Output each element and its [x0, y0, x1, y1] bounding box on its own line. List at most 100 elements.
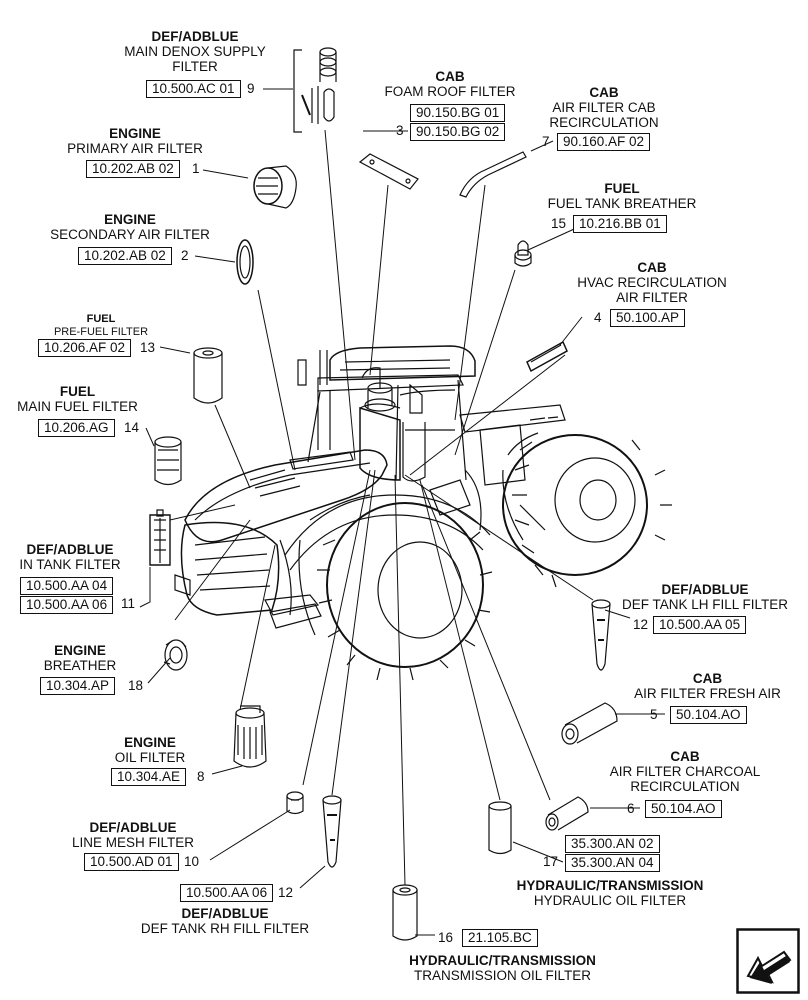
part-primary-air-filter	[253, 165, 297, 209]
part-def-rh-fill-filter	[322, 795, 342, 868]
part-engine-breather	[163, 639, 188, 671]
callout-cab-fresh-air-title: CAB AIR FILTER FRESH AIR	[625, 671, 790, 701]
part-name: MAIN DENOX SUPPLY	[124, 44, 266, 59]
part-ref-link[interactable]: 10.216.BB 01	[573, 215, 667, 233]
callout-def-main-supply-ref: 10.500.AC 01	[146, 80, 241, 99]
callout-number: 15	[551, 216, 567, 231]
part-name: HYDRAULIC OIL FILTER	[533, 893, 687, 908]
callout-cab-air-recirc-title: CAB AIR FILTER CAB RECIRCULATION	[540, 85, 668, 130]
callout-cab-charcoal-ref: 50.104.AO	[645, 800, 722, 819]
callout-number: 4	[594, 310, 602, 325]
part-ref-link[interactable]: 10.304.AP	[40, 677, 116, 695]
callout-def-in-tank-title: DEF/ADBLUE IN TANK FILTER	[10, 542, 130, 572]
callout-fuel-main-title: FUEL MAIN FUEL FILTER	[10, 384, 145, 414]
part-hydraulic-oil-filter	[488, 801, 512, 855]
callout-cab-fresh-air-ref: 50.104.AO	[670, 706, 747, 725]
callout-number: 8	[197, 769, 205, 784]
category-label: FUEL	[604, 181, 640, 196]
callout-number: 3	[396, 123, 404, 138]
part-name: PRE-FUEL FILTER	[53, 326, 149, 338]
part-ref-link[interactable]: 10.206.AG	[38, 419, 115, 437]
callout-fuel-tank-breather-ref: 10.216.BB 01	[573, 215, 667, 234]
callout-number: 16	[438, 930, 454, 945]
part-name: FUEL TANK BREATHER	[547, 196, 697, 211]
part-ref-link[interactable]: 10.500.AA 06	[180, 884, 274, 902]
part-ref-link[interactable]: 21.105.BC	[462, 929, 538, 947]
category-label: HYDRAULIC/TRANSMISSION	[516, 878, 704, 893]
part-name: AIR FILTER CAB	[552, 100, 656, 115]
part-ref-link[interactable]: 50.100.AP	[610, 309, 686, 327]
part-hvac-recirc-filter	[526, 340, 568, 373]
callout-fuel-pre-ref: 10.206.AF 02	[38, 339, 132, 358]
callout-def-lh-fill-ref: 10.500.AA 05	[653, 616, 747, 635]
part-ref-link[interactable]: 90.150.BG 01	[410, 104, 506, 122]
part-name: RECIRCULATION	[549, 115, 659, 130]
callout-def-line-mesh-title: DEF/ADBLUE LINE MESH FILTER	[58, 820, 208, 850]
part-name: BREATHER	[43, 658, 117, 673]
category-label: CAB	[692, 671, 723, 686]
part-ref-link[interactable]: 35.300.AN 02	[565, 835, 660, 853]
part-fresh-air-filter	[561, 702, 618, 745]
category-label: CAB	[435, 69, 465, 84]
part-ref-link[interactable]: 10.500.AA 04	[20, 577, 114, 595]
part-name: FOAM ROOF FILTER	[384, 84, 516, 99]
callout-fuel-main-ref: 10.206.AG	[38, 419, 115, 438]
part-ref-link[interactable]: 10.500.AA 06	[20, 596, 114, 614]
part-def-lh-fill-filter	[591, 599, 611, 671]
part-ref-link[interactable]: 10.500.AC 01	[146, 80, 241, 98]
callout-number: 13	[140, 340, 156, 355]
callout-engine-primary-ref: 10.202.AB 02	[86, 160, 180, 179]
part-pre-fuel-filter	[193, 347, 223, 404]
part-ref-link[interactable]: 10.500.AA 05	[653, 616, 747, 634]
part-ref-link[interactable]: 90.160.AF 02	[557, 133, 651, 151]
part-name: AIR FILTER CHARCOAL	[609, 764, 761, 779]
part-name: FILTER	[172, 59, 218, 74]
part-oil-filter	[233, 705, 267, 768]
callout-def-main-supply-title: DEF/ADBLUE MAIN DENOX SUPPLY FILTER	[120, 29, 270, 74]
callout-number: 1	[192, 161, 200, 176]
callout-number: 12	[633, 617, 649, 632]
callout-number: 7	[542, 134, 550, 149]
part-in-tank-filter	[149, 509, 171, 566]
callout-engine-secondary-title: ENGINE SECONDARY AIR FILTER	[40, 212, 220, 242]
callout-engine-oil-title: ENGINE OIL FILTER	[100, 735, 200, 765]
part-name: MAIN FUEL FILTER	[17, 399, 138, 414]
part-ref-link[interactable]: 10.500.AD 01	[84, 853, 179, 871]
category-label: CAB	[637, 260, 667, 275]
part-ref-link[interactable]: 10.202.AB 02	[86, 160, 180, 178]
part-cab-recirc-filter	[459, 151, 527, 198]
category-label: DEF/ADBLUE	[661, 582, 749, 597]
callout-fuel-tank-breather-title: FUEL FUEL TANK BREATHER	[538, 181, 706, 211]
callout-cab-charcoal-title: CAB AIR FILTER CHARCOAL RECIRCULATION	[600, 749, 770, 794]
part-name: PRIMARY AIR FILTER	[67, 141, 203, 156]
callout-cab-air-recirc-ref: 90.160.AF 02	[557, 133, 651, 152]
part-ref-link[interactable]: 10.206.AF 02	[38, 339, 132, 357]
callout-number: 11	[121, 596, 136, 611]
category-label: ENGINE	[104, 212, 156, 227]
callout-number: 18	[128, 678, 144, 693]
callout-def-rh-fill-ref: 10.500.AA 06	[180, 884, 274, 903]
callout-cab-foam-roof-title: CAB FOAM ROOF FILTER	[380, 69, 520, 99]
category-label: DEF/ADBLUE	[181, 906, 269, 921]
callout-number: 17	[543, 854, 559, 869]
part-ref-link[interactable]: 50.104.AO	[645, 800, 722, 818]
next-page-arrow-icon[interactable]	[736, 928, 800, 994]
category-label: FUEL	[86, 313, 116, 325]
category-label: ENGINE	[124, 735, 176, 750]
callout-number: 5	[650, 707, 658, 722]
part-ref-link[interactable]: 10.202.AB 02	[78, 247, 172, 265]
part-ref-link[interactable]: 50.104.AO	[670, 706, 747, 724]
part-name: OIL FILTER	[114, 750, 186, 765]
callout-trans-oil-title: HYDRAULIC/TRANSMISSION TRANSMISSION OIL …	[390, 953, 615, 983]
part-def-main-supply-filter	[293, 47, 337, 133]
category-label: ENGINE	[54, 643, 106, 658]
category-label: DEF/ADBLUE	[26, 542, 114, 557]
callout-ticks	[139, 88, 665, 936]
callout-engine-breather-ref: 10.304.AP	[40, 677, 116, 696]
part-ref-link[interactable]: 90.150.BG 02	[410, 123, 506, 141]
callout-cab-hvac-recirc-ref: 50.100.AP	[610, 309, 686, 328]
part-ref-link[interactable]: 10.304.AE	[111, 768, 187, 786]
part-ref-link[interactable]: 35.300.AN 04	[565, 854, 660, 872]
part-transmission-oil-filter	[392, 884, 418, 941]
